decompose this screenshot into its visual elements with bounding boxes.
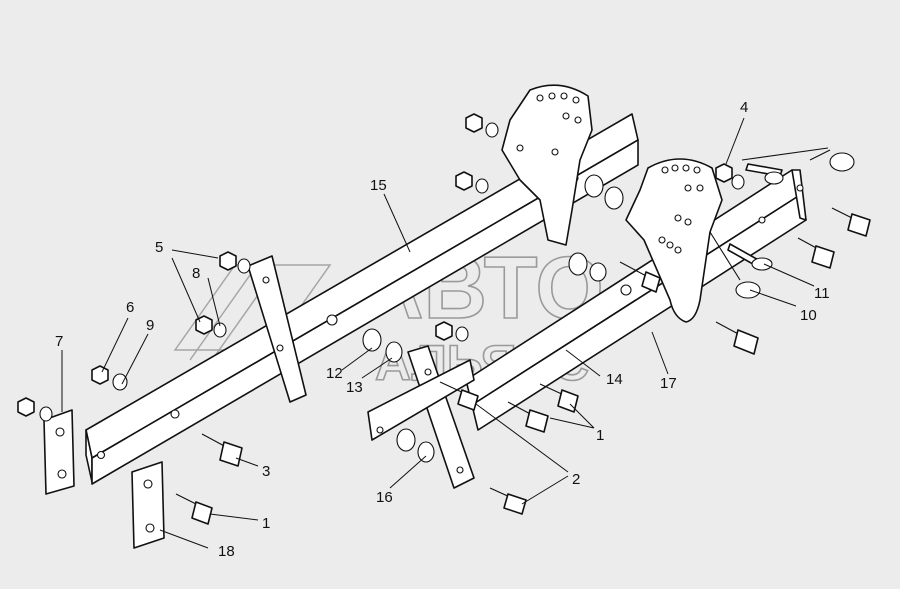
callout-16: 16 bbox=[376, 489, 393, 506]
pins-rings bbox=[709, 147, 855, 299]
callout-7: 7 bbox=[55, 333, 63, 350]
callout-12: 12 bbox=[326, 365, 343, 382]
callout-1-right: 1 bbox=[596, 427, 604, 444]
callout-17: 17 bbox=[660, 375, 677, 392]
callout-10: 10 bbox=[800, 307, 817, 324]
callout-2: 2 bbox=[572, 471, 580, 488]
callout-labels: 7 6 9 5 8 15 3 1 18 16 12 13 14 17 1 2 4… bbox=[55, 99, 830, 560]
plate-7 bbox=[43, 409, 75, 495]
callout-1-lower: 1 bbox=[262, 515, 270, 532]
callout-14: 14 bbox=[606, 371, 623, 388]
callout-3: 3 bbox=[262, 463, 270, 480]
callout-4: 4 bbox=[740, 99, 748, 116]
callout-8: 8 bbox=[192, 265, 200, 282]
bolts bbox=[175, 207, 871, 525]
bracket-plate-upper bbox=[501, 84, 593, 246]
leader-lines bbox=[61, 117, 815, 549]
callout-5: 5 bbox=[155, 239, 163, 256]
callout-11: 11 bbox=[814, 285, 830, 302]
callout-18: 18 bbox=[218, 543, 235, 560]
plate-vertical-left bbox=[247, 255, 307, 403]
nuts-washers bbox=[17, 113, 745, 422]
beam-15 bbox=[85, 113, 639, 485]
spacer-bushings bbox=[362, 174, 624, 463]
bracket-plate-17 bbox=[625, 158, 723, 323]
callout-9: 9 bbox=[146, 317, 154, 334]
callout-15: 15 bbox=[370, 177, 387, 194]
plate-18 bbox=[131, 461, 165, 549]
plate-16 bbox=[367, 345, 475, 489]
callout-13: 13 bbox=[346, 379, 363, 396]
callout-6: 6 bbox=[126, 299, 134, 316]
